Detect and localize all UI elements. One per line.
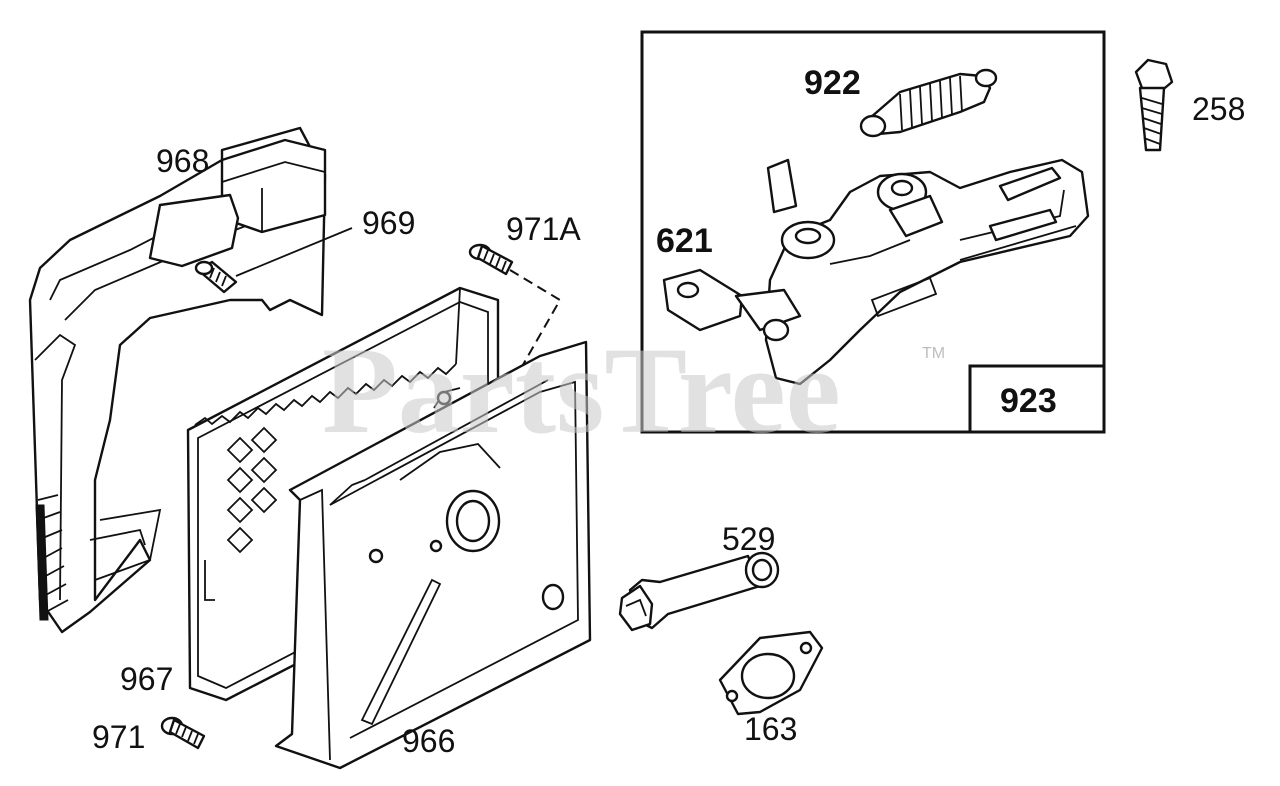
bolt-258-part[interactable] (1134, 58, 1174, 152)
label-922: 922 (804, 64, 861, 102)
label-971: 971 (92, 719, 145, 755)
inset-label-box (968, 364, 1106, 434)
leader-dashed-971a (509, 269, 562, 371)
label-966: 966 (402, 723, 455, 759)
watermark-trademark: TM (922, 345, 945, 362)
stud-screw-969-part[interactable] (194, 260, 238, 294)
label-258: 258 (1192, 91, 1245, 127)
watermark-text: PartsTree (322, 322, 841, 459)
air-cleaner-base-part[interactable] (28, 126, 327, 634)
air-cleaner-cover-part[interactable] (274, 340, 592, 770)
label-971a: 971A (506, 211, 581, 247)
gasket-part[interactable] (718, 630, 824, 716)
label-967: 967 (120, 661, 173, 697)
leader-line-969 (235, 227, 353, 277)
label-621: 621 (656, 222, 713, 260)
label-529: 529 (722, 521, 775, 557)
label-969: 969 (362, 205, 415, 241)
screw-971a-part[interactable] (468, 243, 514, 276)
screw-971-part[interactable] (160, 716, 206, 750)
spring-922-part[interactable] (859, 68, 998, 138)
label-923: 923 (1000, 382, 1057, 420)
governor-plate-part[interactable] (662, 158, 1090, 386)
label-163: 163 (744, 711, 797, 747)
label-968: 968 (156, 143, 209, 179)
inset-box (640, 30, 1106, 434)
breather-tube-part[interactable] (618, 551, 780, 632)
